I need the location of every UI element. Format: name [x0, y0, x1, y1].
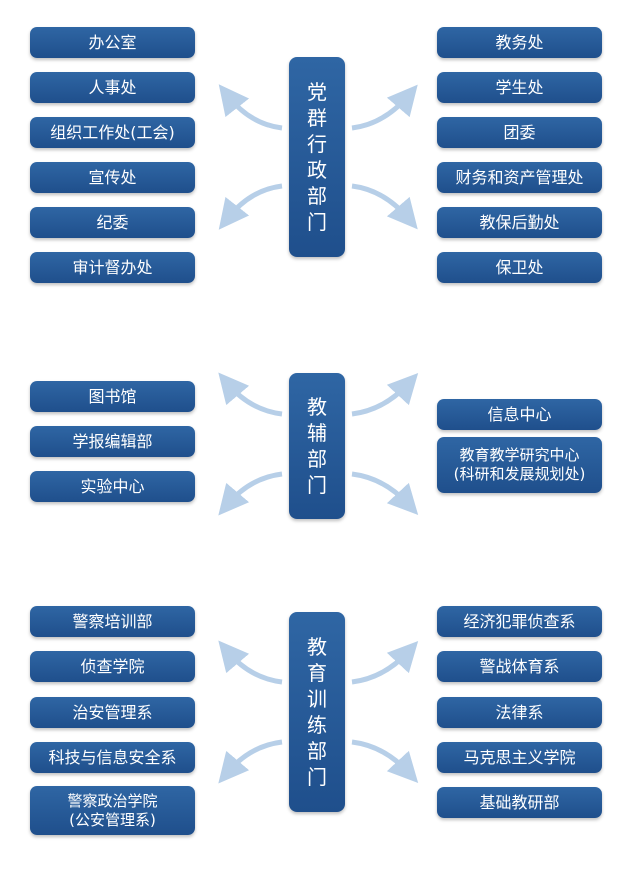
dept-box: 人事处	[30, 72, 195, 103]
arrow-lower-right	[351, 739, 419, 784]
dept-box: 法律系	[437, 697, 602, 728]
dept-line: (公安管理系)	[69, 810, 156, 829]
center-box-party-admin: 党 群 行 政 部 门	[289, 57, 345, 257]
arrow-upper-left	[218, 84, 283, 131]
arrow-upper-left	[218, 372, 283, 417]
arrow-lower-right	[351, 471, 419, 516]
center-char: 门	[307, 765, 327, 789]
center-char: 教	[307, 395, 327, 419]
center-char: 部	[307, 184, 327, 208]
dept-line: 侦查学院	[80, 656, 145, 676]
dept-box: 警察培训部	[30, 606, 195, 637]
dept-box: 侦查学院	[30, 651, 195, 682]
dept-line: 教育教学研究中心	[459, 446, 580, 464]
dept-line: (科研和发展规划处)	[453, 465, 586, 483]
dept-line: 科技与信息安全系	[48, 747, 177, 767]
center-char: 政	[307, 158, 327, 182]
dept-box: 教育教学研究中心 (科研和发展规划处)	[437, 437, 602, 493]
arrow-upper-right	[351, 640, 419, 685]
dept-box: 组织工作处(工会)	[30, 117, 195, 148]
arrow-lower-right	[351, 183, 418, 230]
dept-box: 审计督办处	[30, 252, 195, 283]
dept-box: 办公室	[30, 27, 195, 58]
dept-box: 基础教研部	[437, 787, 602, 818]
dept-line: 警察政治学院	[67, 791, 158, 810]
center-char: 辅	[307, 421, 327, 445]
dept-line: 信息中心	[487, 404, 552, 424]
dept-box: 学生处	[437, 72, 602, 103]
center-char: 训	[307, 687, 327, 711]
center-char: 练	[307, 713, 327, 737]
center-box-teaching-support: 教 辅 部 门	[289, 373, 345, 519]
arrow-lower-left	[218, 183, 283, 230]
center-char: 部	[307, 739, 327, 763]
center-char: 教	[307, 635, 327, 659]
dept-box: 保卫处	[437, 252, 602, 283]
arrow-lower-left	[218, 739, 283, 784]
center-char: 党	[307, 80, 327, 104]
dept-line: 治安管理系	[72, 702, 153, 722]
center-char: 部	[307, 447, 327, 471]
dept-box: 马克思主义学院	[437, 742, 602, 773]
arrow-lower-left	[218, 471, 283, 516]
dept-box: 学报编辑部	[30, 426, 195, 457]
center-char: 门	[307, 210, 327, 234]
center-char: 育	[307, 661, 327, 685]
dept-box: 团委	[437, 117, 602, 148]
dept-line: 警察培训部	[72, 611, 153, 631]
center-char: 群	[307, 106, 327, 130]
center-char: 行	[307, 132, 327, 156]
arrow-upper-right	[351, 372, 419, 417]
dept-box: 治安管理系	[30, 697, 195, 728]
dept-box: 教务处	[437, 27, 602, 58]
dept-box: 教保后勤处	[437, 207, 602, 238]
arrow-upper-right	[351, 84, 418, 131]
dept-box: 宣传处	[30, 162, 195, 193]
dept-box: 财务和资产管理处	[437, 162, 602, 193]
dept-box: 科技与信息安全系	[30, 742, 195, 773]
dept-box: 警察政治学院 (公安管理系)	[30, 786, 195, 835]
dept-box: 实验中心	[30, 471, 195, 502]
dept-box: 纪委	[30, 207, 195, 238]
dept-box: 经济犯罪侦查系	[437, 606, 602, 637]
arrow-upper-left	[218, 640, 283, 685]
dept-box: 图书馆	[30, 381, 195, 412]
dept-box: 警战体育系	[437, 651, 602, 682]
center-box-education-training: 教 育 训 练 部 门	[289, 612, 345, 812]
center-char: 门	[307, 473, 327, 497]
dept-box: 信息中心	[437, 399, 602, 430]
